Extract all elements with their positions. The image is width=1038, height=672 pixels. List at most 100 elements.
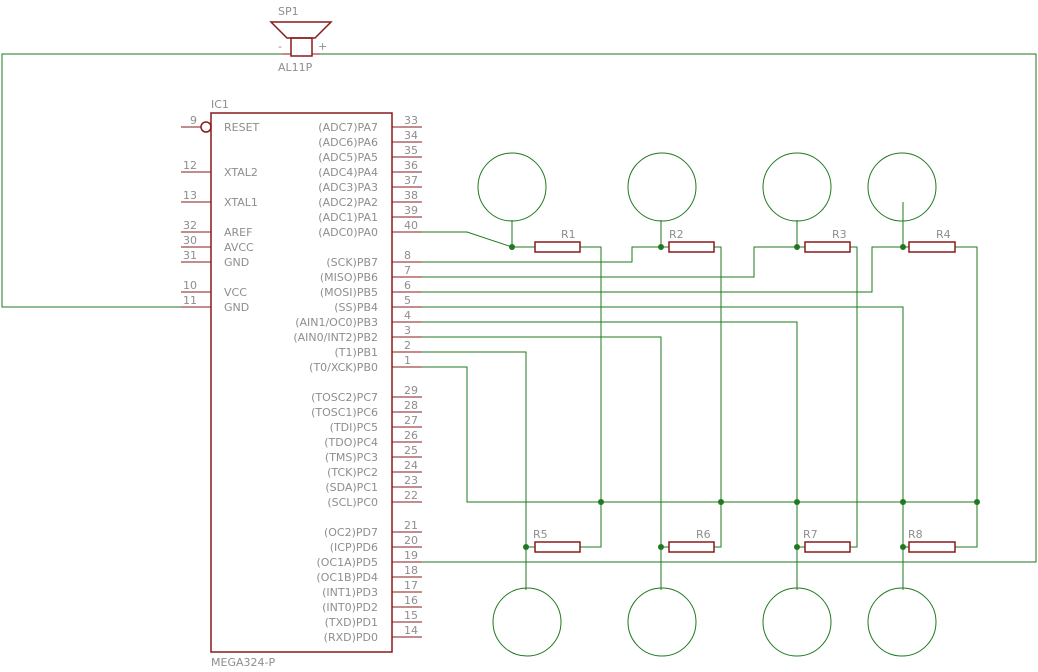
- ic-pin-right[interactable]: 28(TOSC1)PC6: [311, 399, 422, 419]
- pin-number: 27: [404, 414, 418, 427]
- wire-pb3-col3[interactable]: [422, 321, 798, 502]
- ic-pin-right[interactable]: 15(TXD)PD1: [325, 609, 422, 629]
- wire-speaker-plus-pd5[interactable]: [320, 53, 1037, 563]
- resistor-r7[interactable]: R7: [803, 528, 851, 553]
- ic-pin-right[interactable]: 27(TDI)PC5: [330, 414, 422, 434]
- ic-ref: IC1: [211, 98, 229, 111]
- pin-number: 17: [404, 579, 418, 592]
- touch-pad-4[interactable]: [867, 152, 937, 222]
- ic-pin-right[interactable]: 18(OC1B)PD4: [316, 564, 422, 584]
- resistor-r2[interactable]: R2: [668, 228, 715, 253]
- ic-pin-right[interactable]: 16(INT0)PD2: [322, 594, 422, 614]
- pin-name: XTAL2: [224, 166, 258, 179]
- resistor-r4[interactable]: R4: [908, 228, 956, 253]
- wire-pb5-r4[interactable]: [422, 246, 909, 293]
- ic-pin-right[interactable]: 39(ADC1)PA1: [318, 204, 422, 224]
- pin-number: 39: [404, 204, 418, 217]
- ic-pin-right[interactable]: 2(T1)PB1: [335, 339, 422, 359]
- speaker-minus-label: -: [278, 40, 282, 53]
- ic-pin-right[interactable]: 40(ADC0)PA0: [318, 219, 422, 239]
- ic-pin-right[interactable]: 8(SCK)PB7: [326, 249, 422, 269]
- pin-number: 3: [404, 324, 411, 337]
- ic-pin-right[interactable]: 5(SS)PB4: [334, 294, 422, 314]
- resistor-r5-body: [534, 541, 581, 553]
- pin-number: 15: [404, 609, 418, 622]
- pin-number: 18: [404, 564, 418, 577]
- pin-name: (ADC4)PA4: [318, 166, 378, 179]
- ic-pin-right[interactable]: 33(ADC7)PA7: [318, 114, 422, 134]
- touch-pad-6[interactable]: [627, 587, 697, 657]
- junction-dot: [658, 544, 664, 550]
- touch-pad-5[interactable]: [492, 587, 562, 657]
- resistor-r1[interactable]: R1: [534, 228, 581, 253]
- pin-number: 16: [404, 594, 418, 607]
- wire-r1-r5[interactable]: [580, 246, 602, 548]
- pin-name: VCC: [224, 286, 247, 299]
- ic-pin-right[interactable]: 6(MOSI)PB5: [320, 279, 422, 299]
- ic-pin-right[interactable]: 3(AIN0/INT2)PB2: [293, 324, 422, 344]
- wire-r3-r7[interactable]: [850, 246, 858, 548]
- ic-pin-right[interactable]: 7(MISO)PB6: [320, 264, 422, 284]
- wire-pb2-col2[interactable]: [422, 336, 669, 548]
- pin-number: 19: [404, 549, 418, 562]
- reset-inversion-bubble-icon: [200, 121, 212, 133]
- ic-pin-right[interactable]: 23(SDA)PC1: [325, 474, 422, 494]
- junction-dot: [794, 244, 800, 250]
- wire-pb6-r3[interactable]: [422, 246, 805, 278]
- touch-pad-1[interactable]: [477, 152, 547, 222]
- ic-pin-right[interactable]: 37(ADC3)PA3: [318, 174, 422, 194]
- ic-pin-right[interactable]: 17(INT1)PD3: [322, 579, 422, 599]
- resistor-r4-label: R4: [936, 228, 951, 241]
- touch-pad-8[interactable]: [867, 587, 937, 657]
- wire-pa0-r1[interactable]: [422, 231, 535, 248]
- touch-pad-3[interactable]: [762, 152, 832, 222]
- pin-number: 4: [404, 309, 411, 322]
- touch-pad-2[interactable]: [627, 152, 697, 222]
- pin-number: 12: [183, 159, 197, 172]
- ic-pin-right[interactable]: 1(T0/XCK)PB0: [309, 354, 422, 374]
- ic-pin-right[interactable]: 20(ICP)PD6: [330, 534, 422, 554]
- speaker-plus-label: +: [318, 40, 327, 53]
- wire-speaker-minus-gnd[interactable]: [1, 53, 282, 308]
- pin-number: 20: [404, 534, 418, 547]
- ic-pin-right[interactable]: 21(OC2)PD7: [324, 519, 422, 539]
- speaker-sp1[interactable]: SP1 AL11P - +: [269, 5, 333, 74]
- ic-pin-right[interactable]: 14(RXD)PD0: [324, 624, 422, 644]
- ic-pin-right[interactable]: 22(SCL)PC0: [327, 489, 422, 509]
- wire-pb4-col4[interactable]: [422, 306, 904, 502]
- ic-pin-right[interactable]: 35 (ADC5)PA5: [318, 144, 422, 164]
- ic-pin-right[interactable]: 38(ADC2)PA2: [318, 189, 422, 209]
- resistor-r6[interactable]: R6: [668, 528, 715, 553]
- wire-pb1-col1[interactable]: [422, 351, 535, 548]
- ic-pin-right[interactable]: 19(OC1A)PD5: [316, 549, 422, 569]
- touch-pad-7[interactable]: [762, 587, 832, 657]
- ic-pin-right[interactable]: 36(ADC4)PA4: [318, 159, 422, 179]
- resistor-r3[interactable]: R3: [804, 228, 851, 253]
- ic-pin-right[interactable]: 4(AIN1/OC0)PB3: [295, 309, 422, 329]
- ic-pin-right[interactable]: 34(ADC6)PA6: [318, 129, 422, 149]
- resistor-r8[interactable]: R8: [908, 528, 956, 553]
- wire-pb7-r2[interactable]: [422, 246, 669, 263]
- ic-pin-right[interactable]: 26(TDO)PC4: [324, 429, 422, 449]
- wire-pb0-bus[interactable]: [422, 366, 977, 503]
- ic-pin-right[interactable]: 24(TCK)PC2: [327, 459, 422, 479]
- wire-r2-r6[interactable]: [714, 246, 722, 548]
- ic-mega324p[interactable]: IC1 MEGA324-P: [200, 98, 393, 669]
- pin-name: (ADC5)PA5: [318, 151, 378, 164]
- pin-number: 35: [404, 144, 418, 157]
- resistor-r4-body: [908, 241, 956, 253]
- ic-pin-right[interactable]: 25(TMS)PC3: [325, 444, 422, 464]
- wire-r4-r8[interactable]: [955, 246, 978, 548]
- resistor-r5[interactable]: R5: [533, 528, 581, 553]
- ic-pin-right[interactable]: 29(TOSC2)PC7: [311, 384, 422, 404]
- resistor-r6-label: R6: [696, 528, 711, 541]
